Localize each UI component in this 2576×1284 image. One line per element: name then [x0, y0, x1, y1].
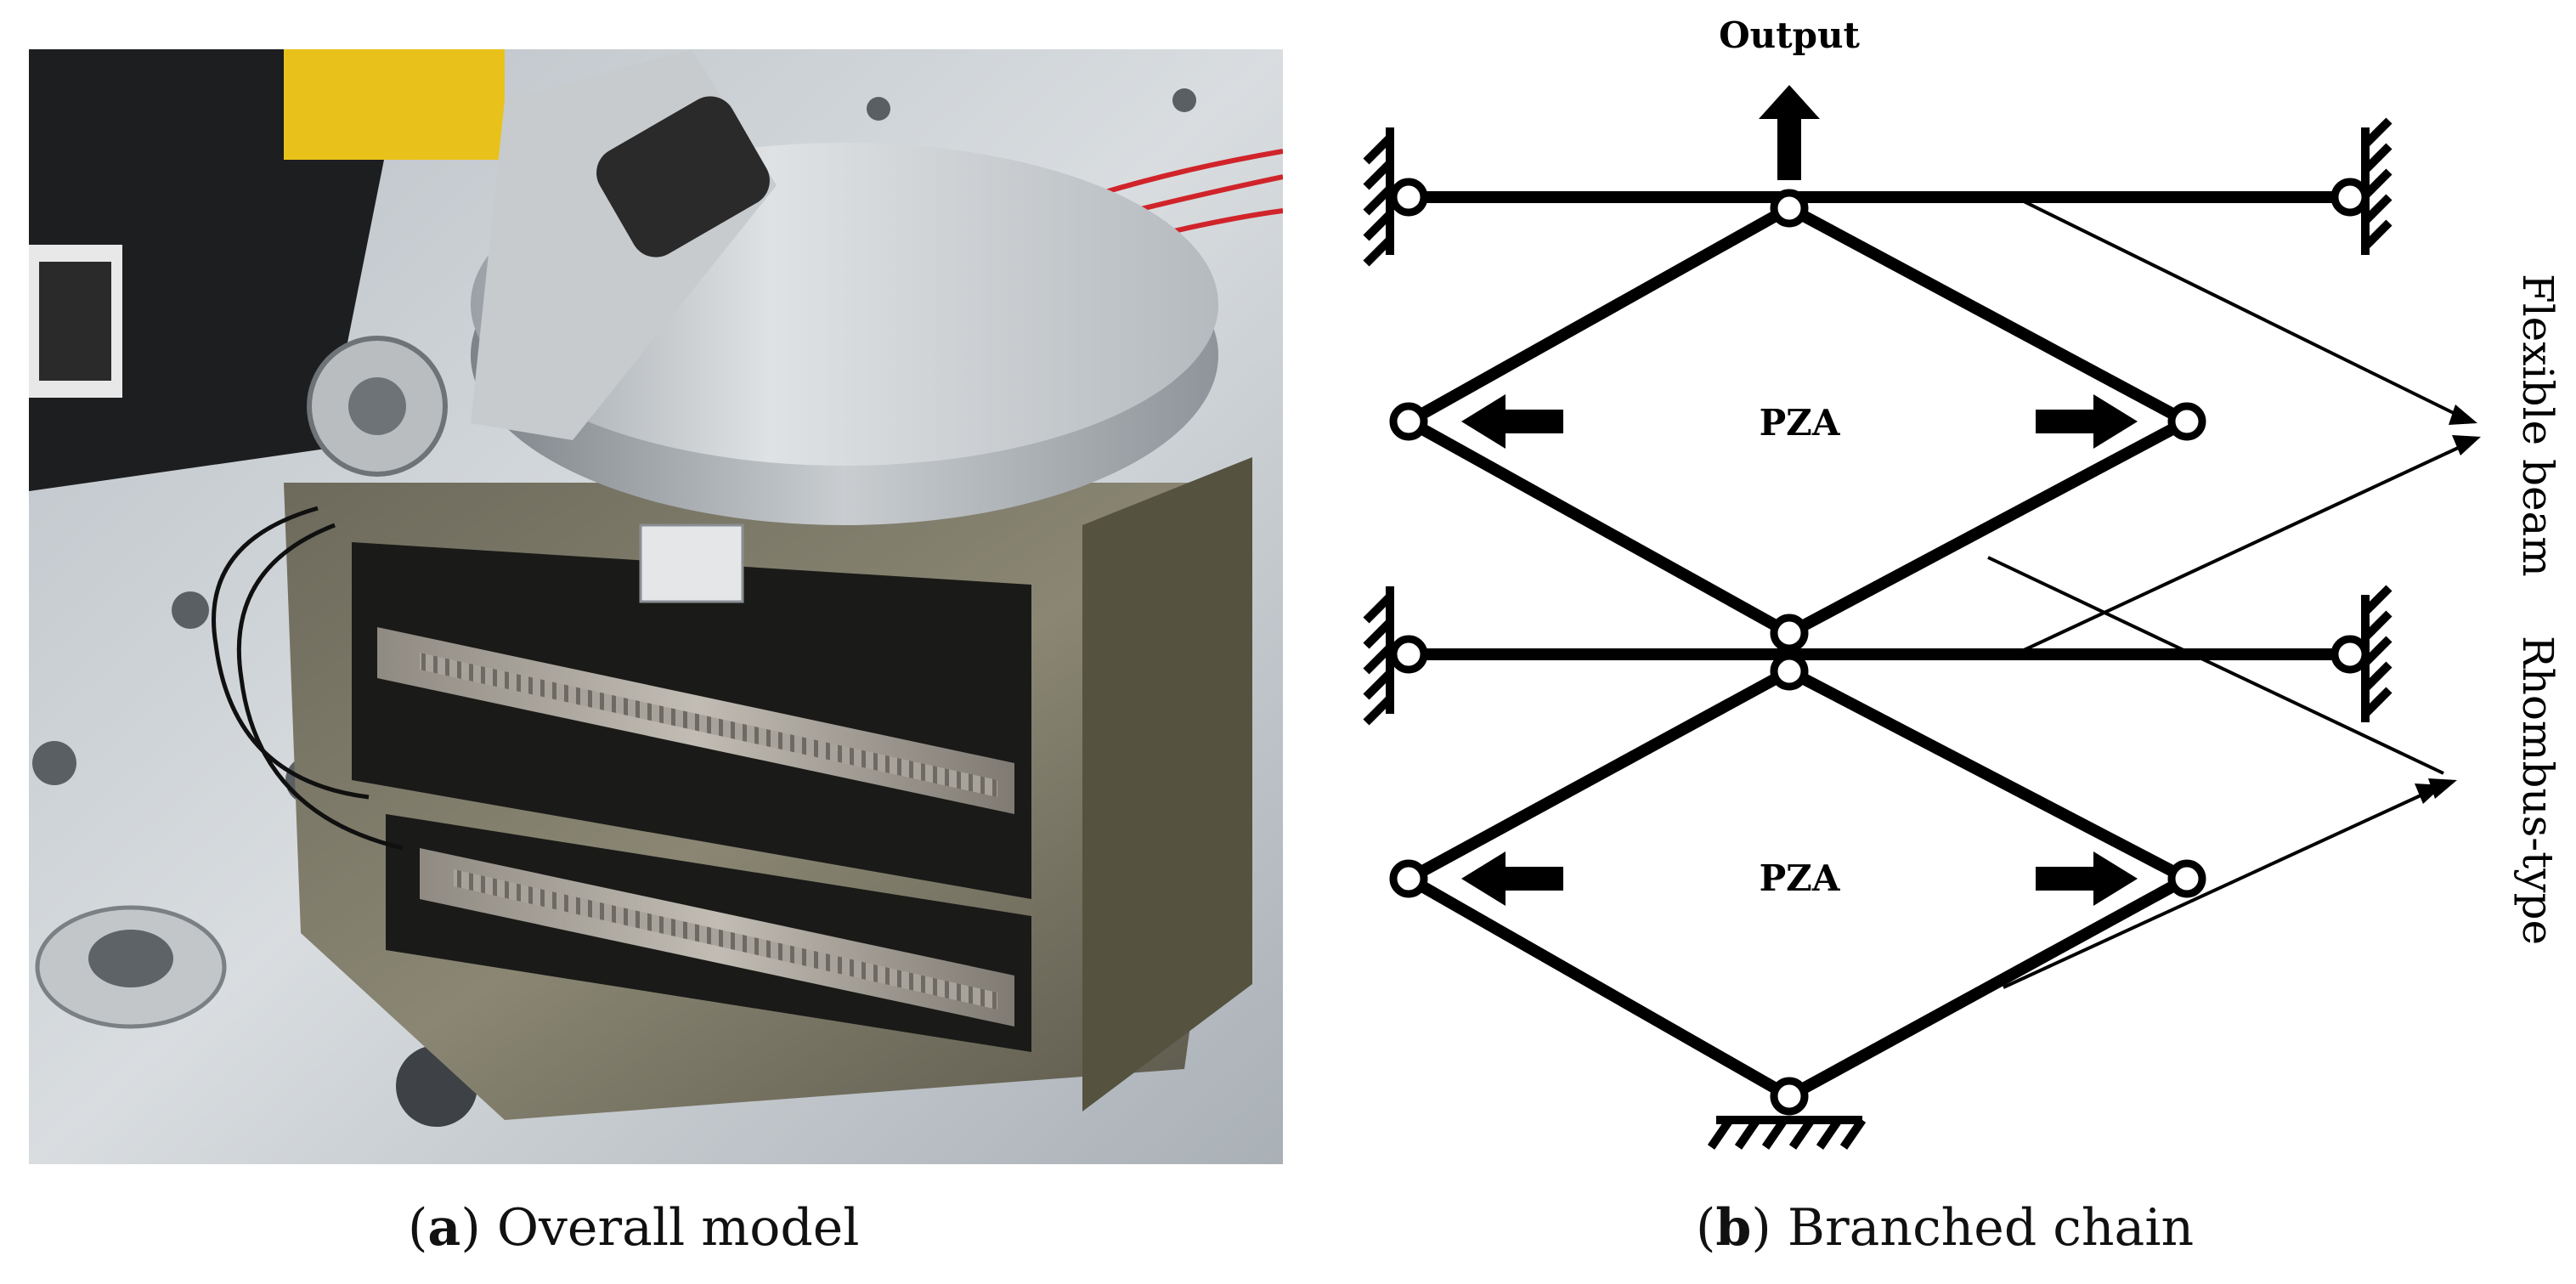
pza-arrow-lower-left [1461, 851, 1563, 906]
caption-a-text: Overall model [496, 1198, 860, 1258]
hinge-center-lower [1770, 652, 1809, 691]
hinge-lower-right [2167, 859, 2206, 898]
hinge-right-top [2330, 178, 2370, 217]
sensor-cable [212, 506, 370, 800]
hinge-right-middle [2330, 635, 2370, 674]
caption-a-letter: a [427, 1198, 461, 1258]
leader-arrowhead [2452, 435, 2481, 455]
leader-top-beam [2021, 199, 2465, 420]
leader-middle-beam [2021, 442, 2468, 653]
hinge-upper-right [2167, 402, 2206, 441]
overall-model-photo [29, 49, 1283, 1164]
hinge-lower-left [1389, 859, 1428, 898]
leader-lower-rhombus [2003, 790, 2429, 989]
table-hole [172, 591, 209, 629]
branched-chain-diagram: Output PZA PZA Flexible beam Rhombus-typ… [1363, 14, 2562, 1150]
pza-label-lower: PZA [1760, 857, 1841, 899]
table-hole [32, 741, 76, 785]
flexible-beam-label: Flexible beam [2513, 274, 2562, 577]
red-wire [1099, 149, 1283, 196]
ground-bottom [1707, 1116, 1867, 1150]
warning-label [284, 49, 505, 160]
table-hole [1172, 88, 1196, 112]
leader-arrowhead [2449, 404, 2477, 425]
caption-b-letter: b [1715, 1198, 1752, 1258]
ground-right-middle [2361, 585, 2392, 722]
hinge-bottom [1770, 1077, 1809, 1116]
hinge-upper-left [1389, 402, 1428, 441]
hinge-left-middle [1389, 635, 1428, 674]
caption-b-text: Branched chain [1787, 1198, 2195, 1258]
ground-left-top [1363, 127, 1394, 267]
hinge-center-upper [1770, 614, 1809, 653]
hinge-output [1770, 189, 1809, 228]
pza-arrow-lower-right [2036, 851, 2138, 906]
contact-pad [639, 523, 744, 603]
output-arrow [1759, 85, 1820, 180]
ground-right-top [2361, 117, 2392, 255]
pza-label-upper: PZA [1760, 402, 1841, 444]
pza-arrow-upper-left [1461, 394, 1563, 449]
block-side [1082, 457, 1252, 1111]
leader-arrowhead [2428, 778, 2457, 799]
caption-b: (b) Branched chain [1696, 1198, 2195, 1258]
output-label: Output [1719, 14, 1860, 56]
pza-arrow-upper-right [2036, 394, 2138, 449]
leader-arrowhead [2415, 783, 2443, 804]
leader-upper-rhombus [1987, 556, 2444, 775]
ground-left-middle [1363, 586, 1394, 726]
hinge-left-top [1389, 178, 1428, 217]
table-hole [867, 97, 890, 121]
instrument-housing [29, 49, 505, 491]
caption-a: (a) Overall model [408, 1198, 860, 1258]
rhombus-type-label: Rhombus-type [2513, 636, 2562, 945]
clamp [596, 96, 770, 257]
